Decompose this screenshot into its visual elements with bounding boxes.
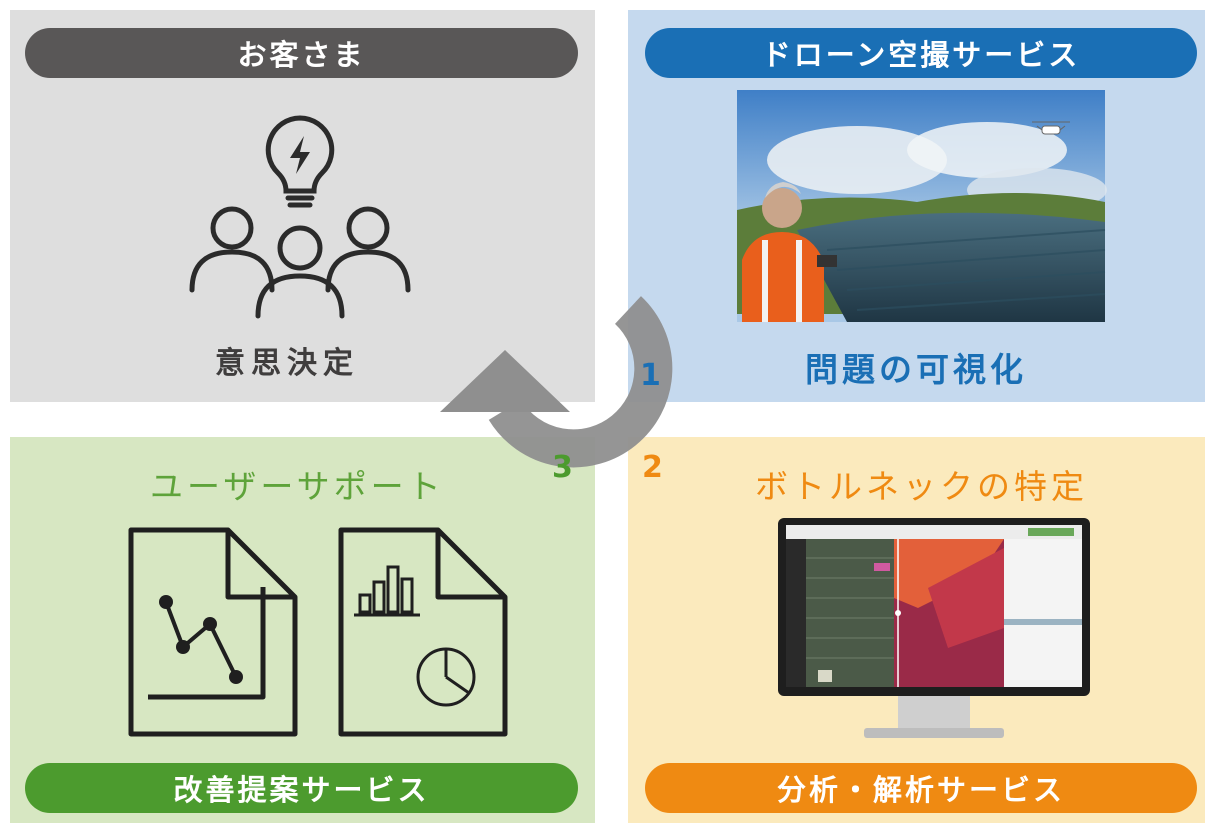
user-support-caption: ユーザーサポート	[150, 467, 445, 506]
step-number-3: 3	[552, 450, 573, 485]
analysis-service-title: 分析・解析サービス	[645, 763, 1197, 813]
lightbulb-people-icon	[189, 115, 411, 319]
bottleneck-caption: ボトルネックの特定	[755, 467, 1088, 506]
customer-title: お客さま	[25, 28, 578, 78]
support-panel	[10, 437, 595, 823]
drone-photo	[737, 90, 1107, 322]
decision-caption: 意思決定	[215, 346, 359, 381]
visualization-caption: 問題の可視化	[805, 350, 1027, 389]
improvement-service-title: 改善提案サービス	[25, 763, 578, 813]
drone-service-title: ドローン空撮サービス	[645, 28, 1197, 78]
bar-pie-chart-document-icon	[338, 527, 508, 737]
step-number-1: 1	[640, 358, 661, 393]
analysis-monitor-image	[778, 518, 1090, 738]
line-chart-document-icon	[128, 527, 298, 737]
step-number-2: 2	[642, 450, 663, 485]
